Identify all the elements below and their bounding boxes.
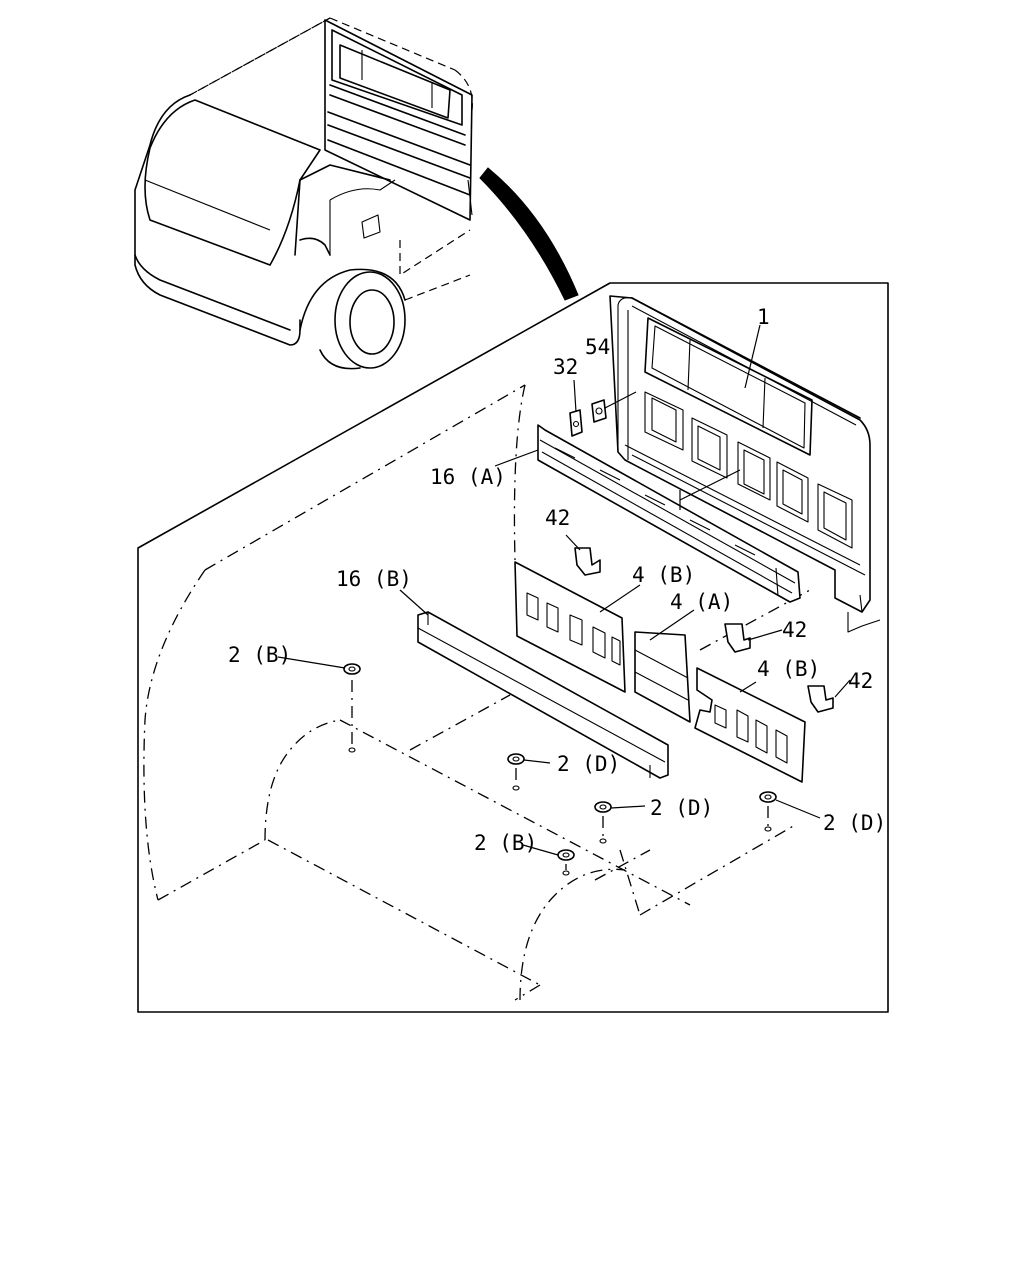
bed-floor-outline <box>143 384 811 1001</box>
label-part-42-c: 42 <box>848 669 873 693</box>
label-part-4b-left: 4 (B) <box>632 563 695 587</box>
fastener-2d-2 <box>594 801 612 844</box>
label-part-42-b: 42 <box>782 618 807 642</box>
lower-rail-part-16b <box>417 611 669 779</box>
label-part-2b-bottom: 2 (B) <box>474 831 537 855</box>
cross-rail-part-16a <box>537 424 801 603</box>
clip-part-42-b <box>724 623 751 653</box>
clip-part-42-a <box>574 547 601 576</box>
leader-lines <box>277 324 851 856</box>
label-part-4a: 4 (A) <box>670 590 733 614</box>
fastener-2d-3 <box>759 791 777 832</box>
label-part-2d-2: 2 (D) <box>650 796 713 820</box>
fastener-2b-top <box>343 663 361 753</box>
label-part-2d-3: 2 (D) <box>823 811 886 835</box>
label-part-42-a: 42 <box>545 506 570 530</box>
label-part-54: 54 <box>585 335 610 359</box>
fastener-2b-bottom <box>557 849 575 876</box>
label-part-4b-right: 4 (B) <box>757 657 820 681</box>
label-part-1: 1 <box>757 305 770 329</box>
side-panel-part-4b-left <box>514 561 626 693</box>
part-32 <box>569 409 583 437</box>
center-panel-part-4a <box>634 631 691 723</box>
detail-frame <box>137 282 889 1013</box>
clip-part-42-c <box>807 685 834 713</box>
part-labels: 1 54 32 16 (A) 42 16 (B) 4 (B) 4 (A) 42 … <box>228 305 886 855</box>
label-part-2b-top: 2 (B) <box>228 643 291 667</box>
detail-arrow <box>479 167 579 301</box>
side-panel-part-4b-right <box>694 667 806 783</box>
label-part-2d-1: 2 (D) <box>557 752 620 776</box>
label-part-16a: 16 (A) <box>430 465 506 489</box>
truck-overview <box>134 17 473 370</box>
label-part-32: 32 <box>553 355 578 379</box>
label-part-16b: 16 (B) <box>336 567 412 591</box>
part-54 <box>591 391 637 423</box>
rear-panel-part-1 <box>609 295 881 633</box>
fastener-2d-1 <box>507 753 525 791</box>
